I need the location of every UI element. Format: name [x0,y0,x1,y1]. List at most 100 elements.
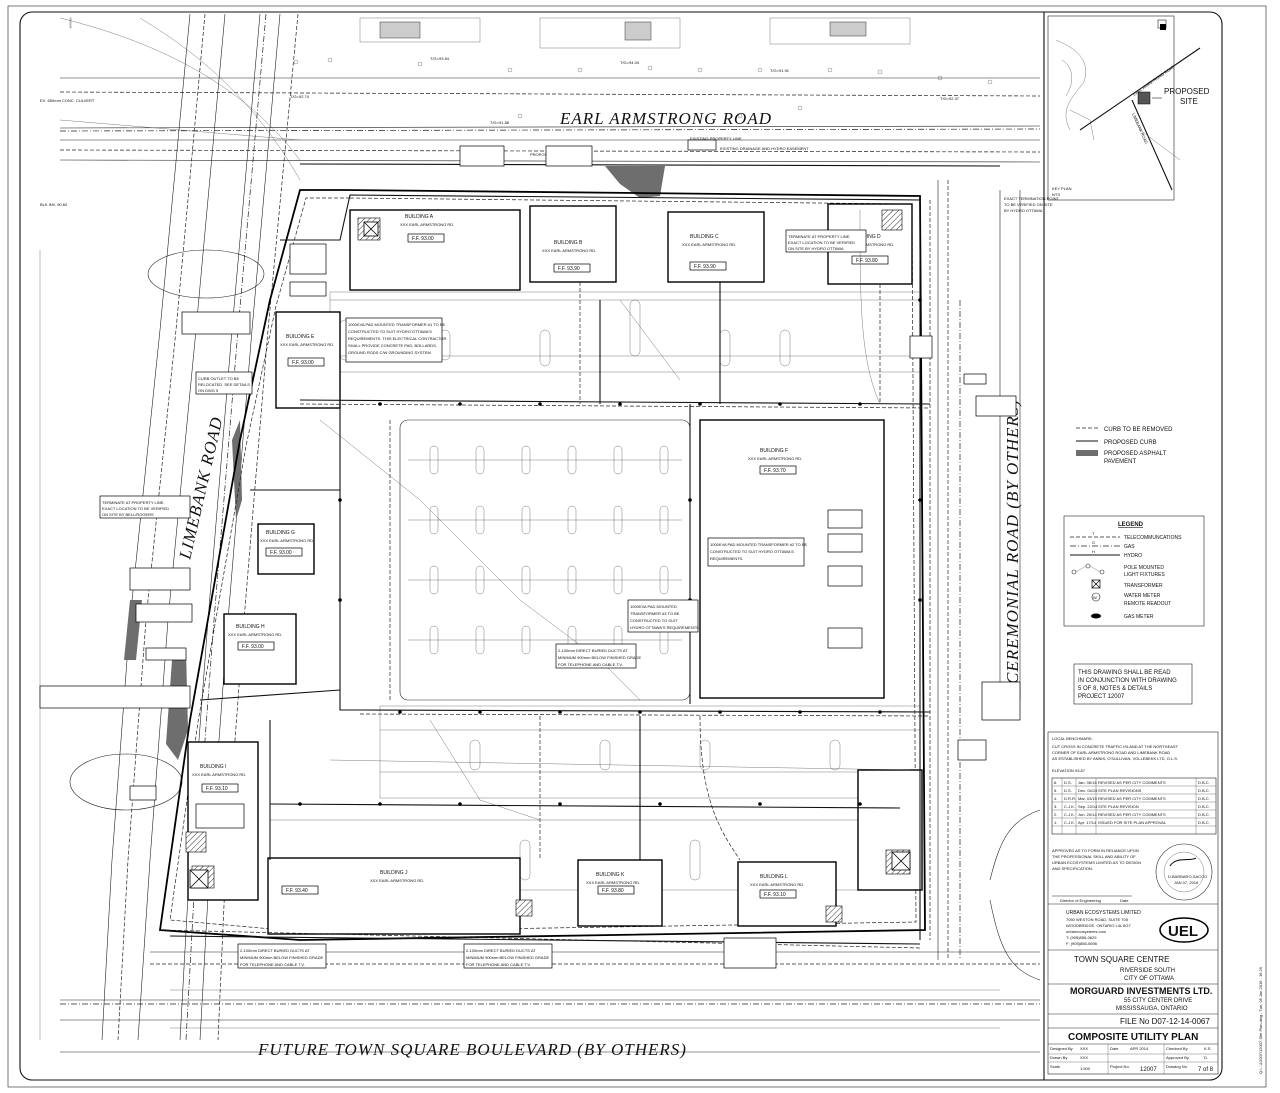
building-a: BUILDING A XXX EARL ARMSTRONG RD. F.F. 9… [349,209,521,291]
ditch-ellipse-1 [147,249,265,299]
drawing-note: THIS DRAWING SHALL BE READ IN CONJUNCTIO… [1073,663,1193,705]
revision-cell: 6. [1054,780,1057,785]
svg-text:Designed By: Designed By [1050,1046,1073,1051]
hydro-line-icon: H [1070,549,1120,556]
light-fixture-dot [798,710,802,714]
parking-island [475,445,485,475]
building-j: BUILDING J XXX EARL ARMSTRONG RD. F.F. 9… [267,857,533,935]
future-town-square-boulevard: FUTURE TOWN SQUARE BOULEVARD (BY OTHERS) [60,951,1040,1059]
svg-text:D.: D. [1204,1055,1208,1060]
easement-label: EXISTING DRAINAGE AND HYDRO EASEMENT [720,146,809,151]
revision-cell: 4. [1054,796,1057,801]
light-fixture-dot [538,402,542,406]
svg-text:THE PROFESSIONAL SKILL AND ABI: THE PROFESSIONAL SKILL AND ABILITY OF [1052,854,1136,859]
light-fixture-dot [918,598,922,602]
svg-text:XXX EARL ARMSTRONG RD.: XXX EARL ARMSTRONG RD. [586,880,640,885]
svg-text:BUILDING G: BUILDING G [266,530,295,536]
uel-logo: UEL [1159,917,1209,943]
svg-text:2-100mm DIRECT BURIED DUCTS AT: 2-100mm DIRECT BURIED DUCTS AT [240,948,310,953]
svg-text:BUILDING J: BUILDING J [380,870,408,876]
svg-text:GROUND RODS C/W GROUNDING SYST: GROUND RODS C/W GROUNDING SYSTEM [348,350,431,355]
parking-island [659,505,669,535]
svg-text:1:500: 1:500 [1080,1066,1091,1071]
svg-text:F.F. 93.10: F.F. 93.10 [206,786,228,792]
svg-text:2-100mm DIRECT BURIED DUCTS AT: 2-100mm DIRECT BURIED DUCTS AT [466,948,536,953]
svg-text:REMOTE READOUT: REMOTE READOUT [1124,601,1171,607]
svg-text:THIS DRAWING SHALL BE READ: THIS DRAWING SHALL BE READ [1078,670,1171,676]
svg-text:URBAN ECOSYSTEMS LIMITED AS TO: URBAN ECOSYSTEMS LIMITED AS TO DESIGN [1052,860,1141,865]
building-h: BUILDING H XXX EARL ARMSTRONG RD. F.F. 9… [223,613,297,685]
svg-text:T/G=92.37: T/G=92.37 [940,96,960,101]
parking-island [429,505,439,535]
svg-text:5 OF 8, NOTES & DETAILS: 5 OF 8, NOTES & DETAILS [1078,686,1152,692]
svg-text:XXX EARL ARMSTRONG RD.: XXX EARL ARMSTRONG RD. [228,632,282,637]
svg-text:CONSTRUCTED TO SUIT: CONSTRUCTED TO SUIT [630,618,678,623]
gas-line-icon: G [1070,540,1120,547]
water-meter-icon: W [1091,592,1101,602]
utility-network [159,194,931,949]
light-fixture-dot [558,802,562,806]
svg-text:PROJECT 12007: PROJECT 12007 [1078,694,1125,700]
revision-cell: Dec. 04/15 [1078,788,1098,793]
svg-text:CUT CROSS IN CONCRETE TRAFFIC: CUT CROSS IN CONCRETE TRAFFIC ISLAND AT … [1052,744,1179,749]
svg-text:LIGHT FIXTURES: LIGHT FIXTURES [1124,572,1165,578]
light-fixture-dot [338,598,342,602]
svg-text:XXX: XXX [1080,1046,1088,1051]
svg-text:F.F. 93.00: F.F. 93.00 [270,550,292,556]
callout-curb-outlet: CURB OUTLET TO BE RELOCATED. SEE DETAILS… [195,371,253,395]
svg-text:CONSTRUCTED TO SUIT HYDRO OTTA: CONSTRUCTED TO SUIT HYDRO OTTAWA'S [348,329,432,334]
misc-note-boxes [39,139,1021,969]
svg-text:BY HYDRO OTTAWA: BY HYDRO OTTAWA [1004,208,1043,213]
svg-text:12007: 12007 [1140,1067,1157,1073]
light-fixture-dot [558,710,562,714]
svg-text:Scale: Scale [1050,1064,1061,1069]
svg-text:T/G=92.74: T/G=92.74 [290,94,310,99]
building-e: BUILDING E XXX EARL ARMSTRONG RD. F.F. 9… [275,311,341,409]
svg-text:XXX EARL ARMSTRONG RD.: XXX EARL ARMSTRONG RD. [840,242,894,247]
transformer-symbols [189,221,911,889]
gas-meter-icon [1091,613,1101,619]
svg-text:FOR TELEPHONE AND CABLE T.V.: FOR TELEPHONE AND CABLE T.V. [466,962,531,967]
svg-text:XXX: XXX [1080,1055,1088,1060]
parking-island [521,445,531,475]
callout-transformer-1: 1000KVA PAD MOUNTED TRANSFORMER #1 TO BE… [345,317,446,363]
svg-text:APPROVED AS TO FORM IN RELIANC: APPROVED AS TO FORM IN RELIANCE UPON [1052,848,1139,853]
revision-cell: REVISED AS PER CITY COMMENTS [1098,780,1166,785]
svg-text:TO BE VERIFIED ON SITE: TO BE VERIFIED ON SITE [1004,202,1053,207]
svg-text:PROPOSED ASPHALT: PROPOSED ASPHALT [1104,451,1167,457]
svg-text:ON SITE BY BELL/ROGERS: ON SITE BY BELL/ROGERS [102,512,154,517]
parking-island [659,565,669,595]
road-label-earl-armstrong: EARL ARMSTRONG ROAD [559,109,772,128]
revision-cell: REVISED AS PER CITY COMMENTS [1098,812,1166,817]
transformer-icon [1091,579,1101,589]
svg-text:F.F. 93.00: F.F. 93.00 [242,644,264,650]
svg-text:ON DWG 5: ON DWG 5 [198,388,219,393]
svg-text:F.F. 93.00: F.F. 93.00 [292,360,314,366]
svg-text:PROPOSED CURB: PROPOSED CURB [1104,440,1157,446]
parking-island [567,445,577,475]
svg-text:ON SITE BY HYDRO OTTAWA: ON SITE BY HYDRO OTTAWA [788,246,844,251]
building-b: BUILDING B XXX EARL ARMSTRONG RD. F.F. 9… [529,205,617,283]
svg-text:WATER METER: WATER METER [1124,593,1161,599]
earl-armstrong-road: T/G=93.54 T/G=94.04 T/G=91.91 T/G=92.74 … [59,56,1041,198]
light-fixture-dot [398,710,402,714]
svg-text:Checked By: Checked By [1166,1046,1188,1051]
svg-text:JAN 07, 2016: JAN 07, 2016 [1174,880,1199,885]
svg-text:T/G=93.54: T/G=93.54 [430,56,450,61]
svg-text:FOR TELEPHONE AND CABLE T.V.: FOR TELEPHONE AND CABLE T.V. [558,662,623,667]
revision-cell: Mar. 03/15 [1078,796,1098,801]
svg-text:HYDRO OTTAWA'S REQUIREMENTS.: HYDRO OTTAWA'S REQUIREMENTS. [630,625,700,630]
firm-name: URBAN ECOSYSTEMS LIMITED [1066,910,1141,916]
proposed-asphalt-north [605,166,665,198]
building-k: BUILDING K XXX EARL ARMSTRONG RD. F.F. 9… [577,859,663,927]
svg-text:urbanecosystems.com: urbanecosystems.com [1066,929,1107,934]
svg-text:T/G=91.88: T/G=91.88 [490,120,510,125]
revision-cell: D.B.C. [1198,804,1210,809]
file-number: FILE No D07-12-14-0067 [1120,1017,1210,1026]
road-label-town-square: FUTURE TOWN SQUARE BOULEVARD (BY OTHERS) [257,1040,687,1059]
professional-engineer-seal: D.BARBARO-SACCO JAN 07, 2016 [1155,843,1213,901]
svg-text:Date: Date [1110,1046,1119,1051]
svg-text:ELEVATION 93.87: ELEVATION 93.87 [1052,768,1086,773]
light-fixture-dot [658,802,662,806]
svg-text:TERMINATE AT PROPERTY LINE.: TERMINATE AT PROPERTY LINE. [788,234,851,239]
